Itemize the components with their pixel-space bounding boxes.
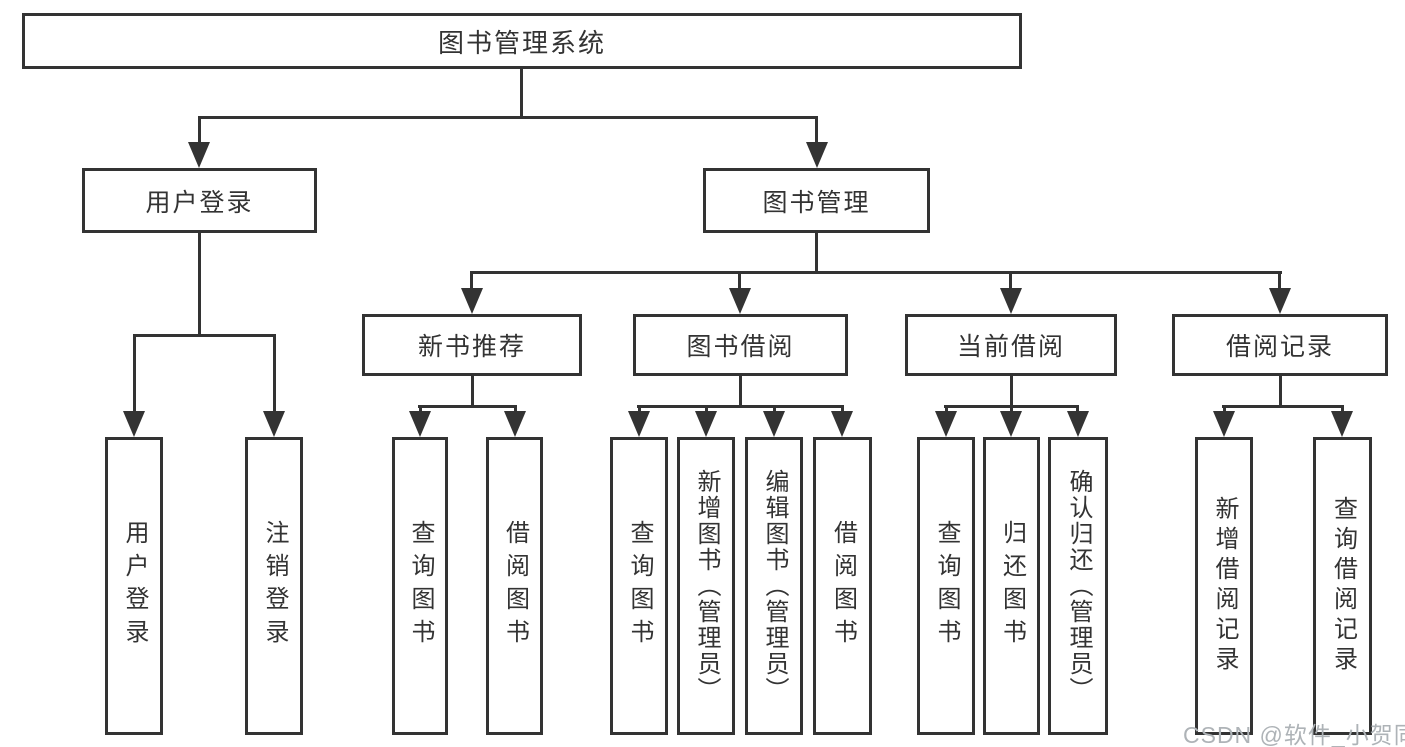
connector-line xyxy=(637,405,843,408)
arrowhead-icon xyxy=(1000,411,1022,437)
connector-line xyxy=(470,271,473,291)
node-book-borrow: 图书借阅 xyxy=(633,314,848,376)
leaf-label: 借阅图书 xyxy=(829,520,857,652)
connector-line xyxy=(1010,405,1013,415)
connector-line xyxy=(738,271,741,291)
leaf-label: 借阅图书 xyxy=(501,520,529,652)
leaf-label: 确认归还（管理员） xyxy=(1065,469,1092,703)
arrowhead-icon xyxy=(628,411,650,437)
connector-line xyxy=(1341,405,1344,415)
leaf-label: 新增借阅记录 xyxy=(1211,496,1238,676)
csdn-watermark: CSDN @软件_小贺同学 xyxy=(1183,722,1405,747)
leaf-borrow-books: 借阅图书 xyxy=(813,437,872,735)
leaf-label: 新增图书（管理员） xyxy=(693,469,720,703)
arrowhead-icon xyxy=(1331,411,1353,437)
node-label: 图书借阅 xyxy=(686,333,795,361)
arrowhead-icon xyxy=(695,411,717,437)
arrowhead-icon xyxy=(831,411,853,437)
node-label: 当前借阅 xyxy=(956,333,1065,361)
leaf-label: 用户登录 xyxy=(121,520,148,652)
node-label: 图书管理 xyxy=(762,188,871,217)
connector-line xyxy=(198,233,201,336)
connector-line xyxy=(273,334,276,414)
arrowhead-icon xyxy=(1213,411,1235,437)
arrowhead-icon xyxy=(504,411,526,437)
connector-line xyxy=(133,334,136,414)
connector-line xyxy=(520,69,523,118)
connector-line xyxy=(133,334,276,337)
node-book-management: 图书管理 xyxy=(703,168,930,233)
arrowhead-icon xyxy=(1269,288,1291,314)
node-label: 借阅记录 xyxy=(1225,333,1334,361)
arrowhead-icon xyxy=(461,288,483,314)
connector-line xyxy=(198,116,201,150)
leaf-label: 查询借阅记录 xyxy=(1329,496,1357,676)
arrowhead-icon xyxy=(123,411,145,437)
leaf-borrow-books: 借阅图书 xyxy=(486,437,543,735)
node-label: 新书推荐 xyxy=(417,333,526,361)
leaf-user-login: 用户登录 xyxy=(105,437,163,735)
leaf-return-book: 归还图书 xyxy=(983,437,1040,735)
connector-line xyxy=(514,405,517,415)
connector-line xyxy=(1009,271,1012,291)
leaf-query-borrow-record: 查询借阅记录 xyxy=(1313,437,1372,735)
connector-line xyxy=(945,405,948,415)
connector-line xyxy=(1076,405,1079,415)
connector-line xyxy=(1010,376,1013,407)
connector-line xyxy=(705,405,708,415)
connector-line xyxy=(815,233,818,274)
leaf-query-books: 查询图书 xyxy=(610,437,668,735)
connector-line xyxy=(1222,405,1344,408)
leaf-label: 查询图书 xyxy=(407,520,434,652)
leaf-label: 查询图书 xyxy=(626,520,653,652)
node-current-borrow: 当前借阅 xyxy=(905,314,1117,376)
connector-line xyxy=(471,376,474,407)
connector-line xyxy=(841,405,844,415)
connector-line xyxy=(773,405,776,415)
connector-line xyxy=(1279,376,1282,407)
connector-line xyxy=(739,376,742,407)
leaf-label: 编辑图书（管理员） xyxy=(761,469,788,703)
connector-line xyxy=(418,405,516,408)
leaf-add-borrow-record: 新增借阅记录 xyxy=(1195,437,1253,735)
arrowhead-icon xyxy=(1067,411,1089,437)
connector-line xyxy=(815,116,818,150)
arrowhead-icon xyxy=(263,411,285,437)
leaf-confirm-return-admin: 确认归还（管理员） xyxy=(1048,437,1108,735)
leaf-add-book-admin: 新增图书（管理员） xyxy=(677,437,735,735)
connector-line xyxy=(638,405,641,415)
arrowhead-icon xyxy=(409,411,431,437)
arrowhead-icon xyxy=(806,142,828,168)
connector-line xyxy=(198,116,818,119)
arrowhead-icon xyxy=(729,288,751,314)
leaf-query-books: 查询图书 xyxy=(392,437,448,735)
arrowhead-icon xyxy=(935,411,957,437)
connector-line xyxy=(419,405,422,415)
arrowhead-icon xyxy=(188,142,210,168)
node-label: 图书管理系统 xyxy=(437,27,606,58)
leaf-logout: 注销登录 xyxy=(245,437,303,735)
connector-line xyxy=(1223,405,1226,415)
node-user-login: 用户登录 xyxy=(82,168,317,233)
leaf-label: 归还图书 xyxy=(998,520,1026,652)
node-new-book-recommend: 新书推荐 xyxy=(362,314,582,376)
leaf-label: 注销登录 xyxy=(261,520,288,652)
node-label: 用户登录 xyxy=(145,188,254,217)
node-borrow-records: 借阅记录 xyxy=(1172,314,1388,376)
arrowhead-icon xyxy=(1000,288,1022,314)
arrowhead-icon xyxy=(763,411,785,437)
connector-line xyxy=(470,271,1282,274)
leaf-query-books: 查询图书 xyxy=(917,437,975,735)
leaf-edit-book-admin: 编辑图书（管理员） xyxy=(745,437,803,735)
connector-line xyxy=(1278,271,1281,291)
leaf-label: 查询图书 xyxy=(933,520,960,652)
node-root-library-system: 图书管理系统 xyxy=(22,13,1022,69)
